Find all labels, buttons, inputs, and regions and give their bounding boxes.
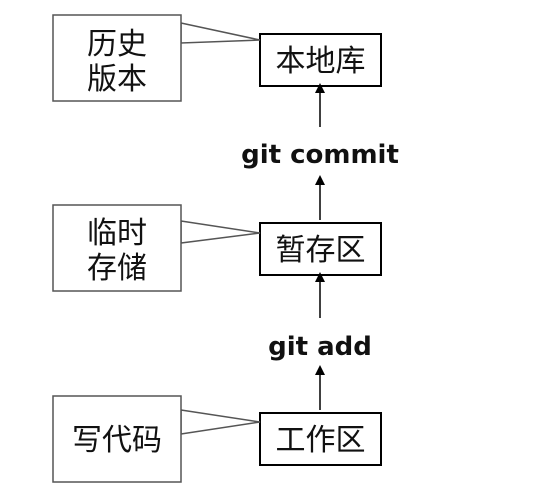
callout-stage-line2: 存储: [87, 251, 147, 286]
stage-box-stage: 暂存区: [259, 222, 382, 276]
callout-repo-line2: 版本: [87, 62, 147, 97]
callout-stage-line1: 临时: [87, 216, 147, 251]
command-commit-label: git commit: [241, 140, 399, 170]
callout-work: 写代码: [52, 395, 261, 483]
command-add-label: git add: [268, 332, 372, 362]
callout-repo-line1: 历史: [87, 27, 147, 62]
stage-label-repo: 本地库: [276, 44, 366, 79]
callout-stage: 临时 存储: [52, 204, 261, 292]
callout-work-line1: 写代码: [72, 423, 162, 458]
stage-label-stage: 暂存区: [276, 233, 366, 268]
stage-box-repo: 本地库: [259, 33, 382, 87]
callout-repo: 历史 版本: [52, 14, 261, 102]
stage-label-work: 工作区: [276, 423, 366, 458]
stage-box-work: 工作区: [259, 412, 382, 466]
